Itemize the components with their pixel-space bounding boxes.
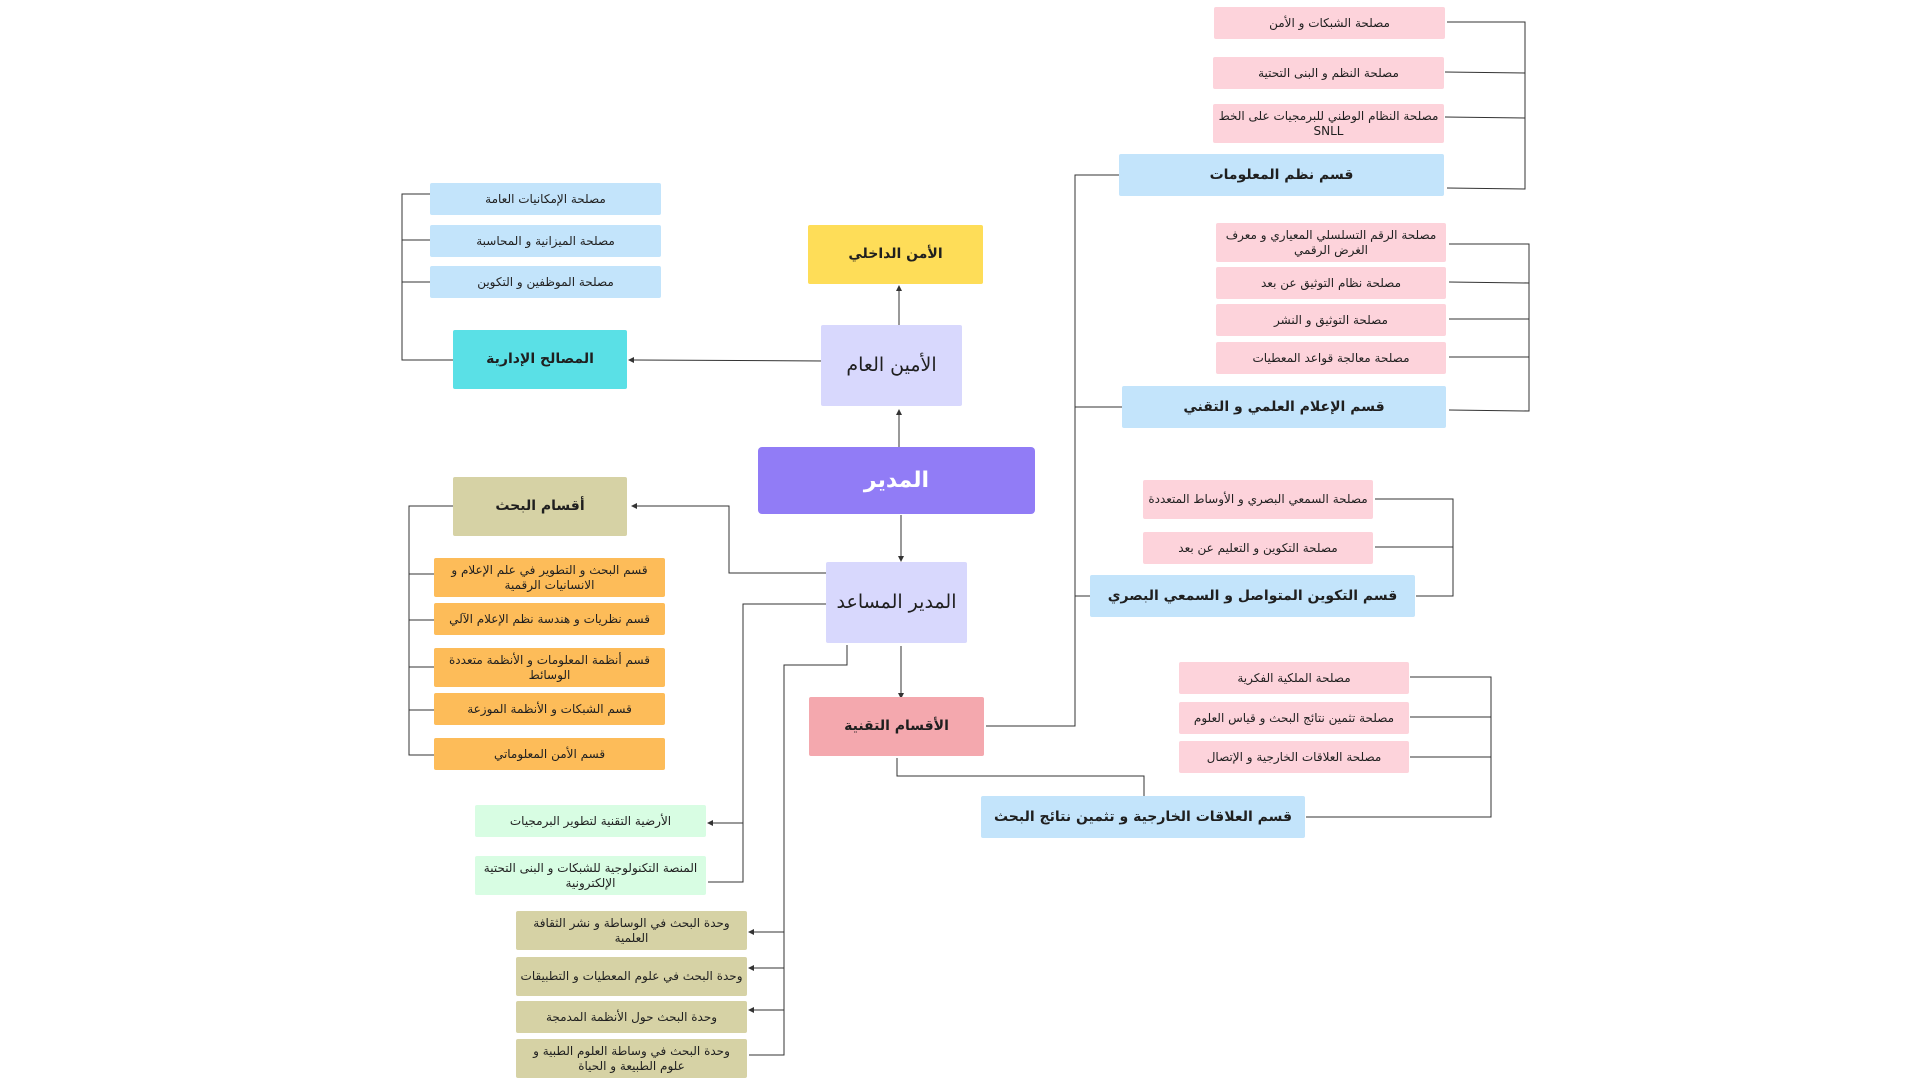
research-department-item[interactable]: قسم البحث و التطوير في علم الإعلام و الا… — [434, 558, 665, 597]
training-department-box[interactable]: قسم التكوين المتواصل و السمعي البصري — [1090, 575, 1415, 617]
sci-info-service-item[interactable]: مصلحة الرقم التسلسلي المعياري و معرف الغ… — [1216, 223, 1446, 262]
admin-service-item[interactable]: مصلحة الميزانية و المحاسبة — [430, 225, 661, 257]
sci-info-service-item[interactable]: مصلحة نظام التوثيق عن بعد — [1216, 267, 1446, 299]
director-box[interactable]: المدير — [758, 447, 1035, 514]
sci-info-service-item[interactable]: مصلحة التوثيق و النشر — [1216, 304, 1446, 336]
research-unit-item[interactable]: وحدة البحث في علوم المعطيات و التطبيقات — [516, 957, 747, 996]
admin-service-item[interactable]: مصلحة الموظفين و التكوين — [430, 266, 661, 298]
secretary-general-box[interactable]: الأمين العام — [821, 325, 962, 406]
research-department-item[interactable]: قسم نظريات و هندسة نظم الإعلام الآلي — [434, 603, 665, 635]
training-service-item[interactable]: مصلحة السمعي البصري و الأوساط المتعددة — [1143, 480, 1373, 519]
research-unit-item[interactable]: وحدة البحث حول الأنظمة المدمجة — [516, 1001, 747, 1033]
research-unit-item[interactable]: وحدة البحث في وساطة العلوم الطبية و علوم… — [516, 1039, 747, 1078]
external-relations-service-item[interactable]: مصلحة الملكية الفكرية — [1179, 662, 1409, 694]
deputy-director-box[interactable]: المدير المساعد — [826, 562, 967, 643]
platform-item[interactable]: الأرضية التقنية لتطوير البرمجيات — [475, 805, 706, 837]
research-departments-box[interactable]: أقسام البحث — [453, 477, 627, 536]
admin-service-item[interactable]: مصلحة الإمكانيات العامة — [430, 183, 661, 215]
info-systems-department-box[interactable]: قسم نظم المعلومات — [1119, 154, 1444, 196]
research-department-item[interactable]: قسم أنظمة المعلومات و الأنظمة متعددة الو… — [434, 648, 665, 687]
research-unit-item[interactable]: وحدة البحث في الوساطة و نشر الثقافة العل… — [516, 911, 747, 950]
platform-item[interactable]: المنصة التكنولوجية للشبكات و البنى التحت… — [475, 856, 706, 895]
admin-services-box[interactable]: المصالح الإدارية — [453, 330, 627, 389]
external-relations-department-box[interactable]: قسم العلاقات الخارجية و تثمين نتائج البح… — [981, 796, 1305, 838]
info-systems-service-item[interactable]: مصلحة الشبكات و الأمن — [1214, 7, 1445, 39]
research-department-item[interactable]: قسم الأمن المعلوماتي — [434, 738, 665, 770]
external-relations-service-item[interactable]: مصلحة تثمين نتائج البحث و قياس العلوم — [1179, 702, 1409, 734]
training-service-item[interactable]: مصلحة التكوين و التعليم عن بعد — [1143, 532, 1373, 564]
sci-info-service-item[interactable]: مصلحة معالجة قواعد المعطيات — [1216, 342, 1446, 374]
info-systems-service-item[interactable]: مصلحة النظم و البنى التحتية — [1213, 57, 1444, 89]
external-relations-service-item[interactable]: مصلحة العلاقات الخارجية و الإتصال — [1179, 741, 1409, 773]
research-department-item[interactable]: قسم الشبكات و الأنظمة الموزعة — [434, 693, 665, 725]
internal-security-box[interactable]: الأمن الداخلي — [808, 225, 983, 284]
info-systems-service-item[interactable]: مصلحة النظام الوطني للبرمجيات على الخط S… — [1213, 104, 1444, 143]
sci-info-department-box[interactable]: قسم الإعلام العلمي و التقني — [1122, 386, 1446, 428]
technical-departments-box[interactable]: الأقسام التقنية — [809, 697, 984, 756]
